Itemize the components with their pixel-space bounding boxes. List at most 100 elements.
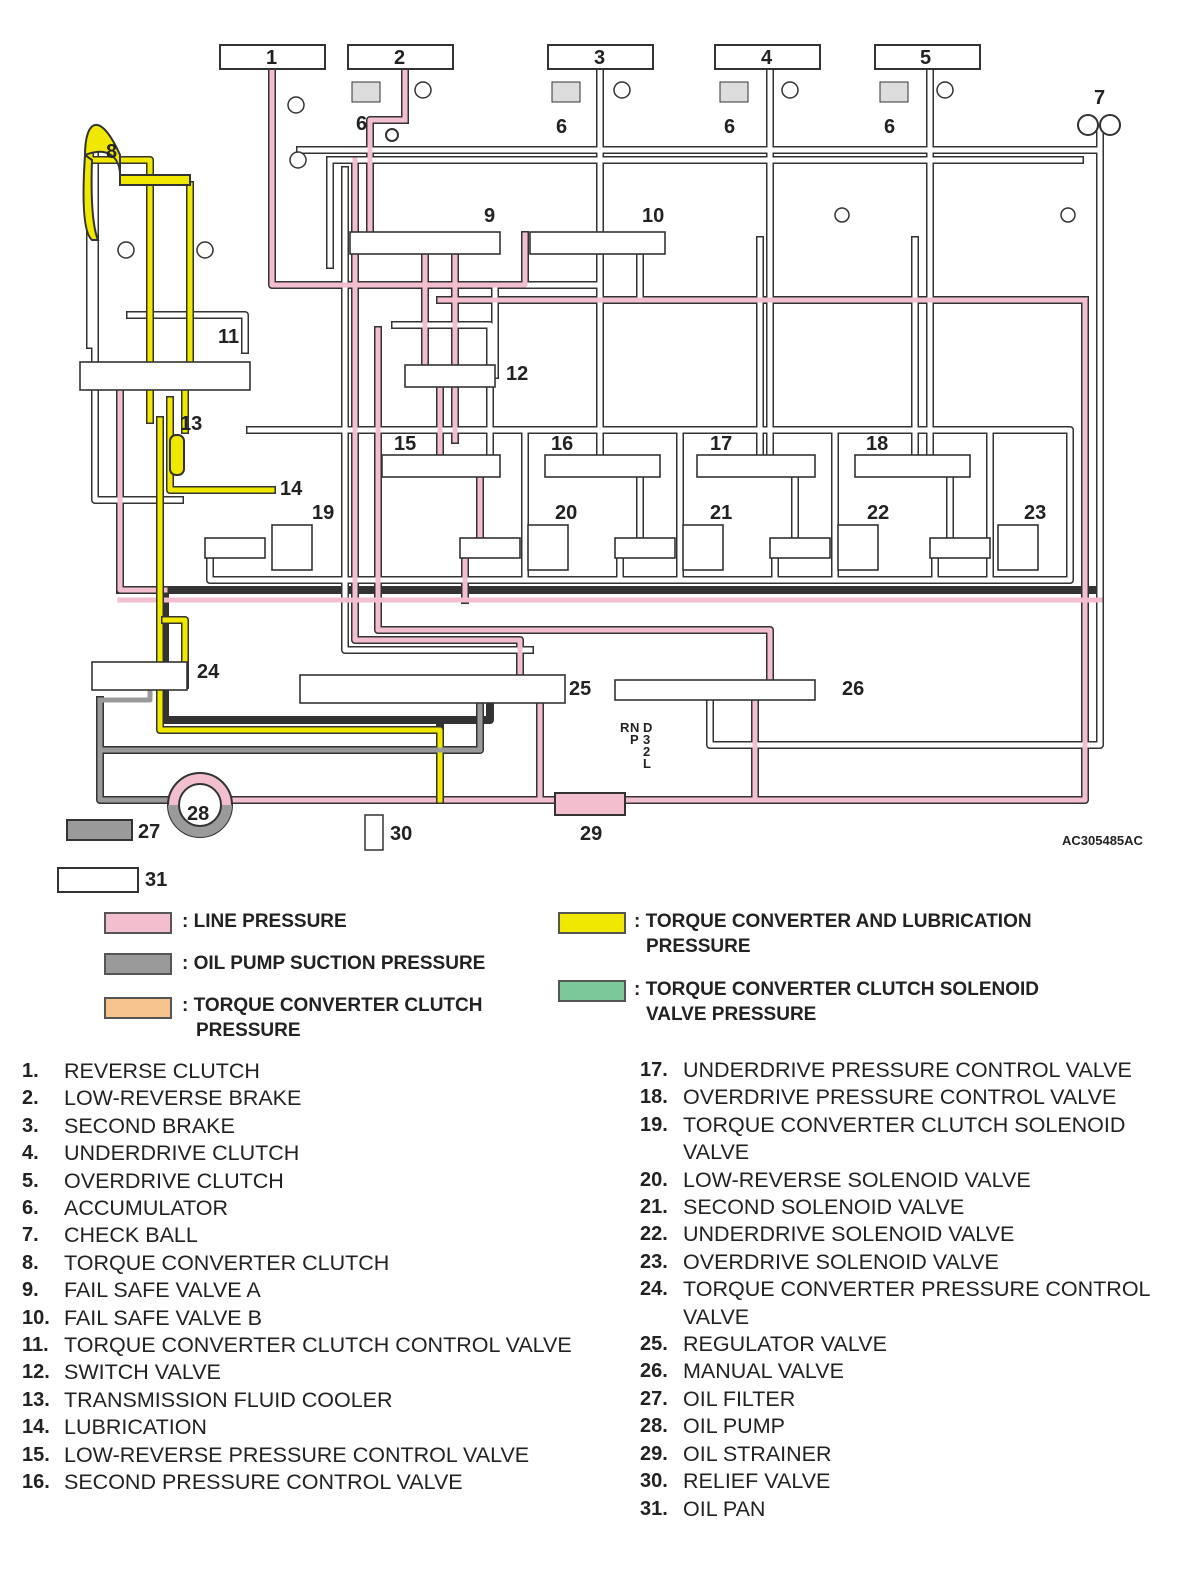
part-label: RELIEF VALVE [683, 1469, 831, 1494]
callout-12: 12 [506, 363, 528, 385]
part-label: OIL FILTER [683, 1386, 796, 1411]
part-label: OIL STRAINER [683, 1441, 832, 1466]
legend-tc-lubrication-2: PRESSURE [646, 936, 751, 957]
swatch-tc-lubrication [558, 912, 626, 934]
shift-p: P [630, 732, 639, 747]
part-item: 16. SECOND PRESSURE CONTROL VALVE [22, 1469, 582, 1496]
accumulators [351, 81, 909, 142]
part-item: 11. TORQUE CONVERTER CLUTCH CONTROL VALVE [22, 1332, 582, 1359]
reference-code: AC305485AC [1062, 833, 1144, 848]
part-label: SECOND PRESSURE CONTROL VALVE [64, 1470, 463, 1495]
part-item: 24.TORQUE CONVERTER PRESSURE CONTROL VAL… [640, 1276, 1190, 1331]
callout-4: 4 [761, 47, 773, 69]
part-number: 4. [22, 1142, 39, 1165]
legend-tcc-pressure-2: PRESSURE [196, 1020, 301, 1041]
part-label: ACCUMULATOR [64, 1196, 229, 1221]
part-item: 25.REGULATOR VALVE [640, 1331, 1190, 1358]
callout-25: 25 [569, 678, 591, 700]
part-item: 13. TRANSMISSION FLUID COOLER [22, 1387, 582, 1414]
legend-tcc-solenoid-2: VALVE PRESSURE [646, 1004, 817, 1025]
pipes-line-pressure [117, 67, 1103, 803]
clutch-boxes [219, 44, 981, 70]
valve-bodies [57, 231, 1039, 893]
callout-31: 31 [145, 869, 167, 891]
shift-d: D [643, 720, 652, 735]
part-label: SWITCH VALVE [64, 1360, 221, 1385]
part-number: 31. [640, 1497, 668, 1520]
part-item: 28.OIL PUMP [640, 1413, 1190, 1440]
swatch-oil-pump-suction [104, 953, 172, 975]
callout-22: 22 [867, 502, 889, 524]
part-item: 22.UNDERDRIVE SOLENOID VALVE [640, 1221, 1190, 1248]
part-item: 1.REVERSE CLUTCH [22, 1058, 582, 1085]
part-number: 13. [22, 1388, 50, 1411]
part-label: TRANSMISSION FLUID COOLER [64, 1387, 393, 1412]
part-label: OIL PUMP [683, 1414, 785, 1439]
pressure-legend: : LINE PRESSURE : OIL PUMP SUCTION PRESS… [0, 900, 1200, 1050]
part-number: 15. [22, 1443, 50, 1466]
part-item: 7. CHECK BALL [22, 1222, 582, 1249]
part-label: TORQUE CONVERTER CLUTCH SOLENOID VALVE [683, 1112, 1126, 1165]
part-number: 22. [640, 1223, 668, 1246]
shift-3: 3 [643, 732, 650, 747]
part-label: TORQUE CONVERTER CLUTCH CONTROL VALVE [64, 1333, 572, 1358]
part-label: LOW-REVERSE SOLENOID VALVE [683, 1167, 1031, 1192]
part-number: 10. [22, 1306, 50, 1329]
part-number: 25. [640, 1333, 668, 1356]
shift-l: L [643, 756, 651, 771]
part-label: TORQUE CONVERTER CLUTCH [64, 1250, 390, 1275]
callout-21: 21 [710, 502, 732, 524]
part-label: UNDERDRIVE PRESSURE CONTROL VALVE [683, 1058, 1132, 1082]
callout-6b: 6 [556, 116, 567, 138]
part-number: 7. [22, 1224, 39, 1247]
part-number: 11. [22, 1334, 49, 1357]
part-number: 2. [22, 1087, 39, 1110]
check-ball-symbols [117, 81, 1121, 259]
part-number: 29. [640, 1442, 668, 1465]
part-item: 8. TORQUE CONVERTER CLUTCH [22, 1250, 582, 1277]
callout-23: 23 [1024, 502, 1046, 524]
callout-3: 3 [594, 47, 605, 69]
part-item: 18.OVERDRIVE PRESSURE CONTROL VALVE [640, 1084, 1190, 1111]
callout-15: 15 [394, 433, 416, 455]
part-label: OVERDRIVE SOLENOID VALVE [683, 1249, 999, 1274]
part-item: 5. OVERDRIVE CLUTCH [22, 1168, 582, 1195]
part-number: 3. [22, 1114, 39, 1137]
torque-converter-clutch-symbol [83, 123, 191, 186]
callout-6c: 6 [724, 116, 735, 138]
part-item: 2. LOW-REVERSE BRAKE [22, 1085, 582, 1112]
pipes-unpressurized [87, 67, 1103, 753]
callout-1: 1 [266, 47, 277, 69]
callout-30: 30 [390, 823, 412, 845]
part-number: 17. [640, 1059, 668, 1081]
callout-26: 26 [842, 678, 864, 700]
callout-labels: 1 2 3 4 5 6 6 6 6 7 8 9 10 11 12 13 14 1… [106, 47, 1105, 891]
part-label: LOW-REVERSE BRAKE [64, 1086, 302, 1111]
part-number: 30. [640, 1470, 668, 1493]
part-item: 19. TORQUE CONVERTER CLUTCH SOLENOID VALV… [640, 1112, 1190, 1167]
hydraulic-circuit-diagram: .pipe-outline { fill:none; stroke:#333; … [57, 44, 1144, 893]
part-label: OVERDRIVE CLUTCH [64, 1168, 284, 1193]
shift-position-labels: R N P D 3 2 L [620, 720, 652, 771]
part-number: 8. [22, 1251, 39, 1274]
swatch-tcc-solenoid [558, 980, 626, 1002]
callout-9: 9 [484, 205, 495, 227]
part-number: 19. [640, 1113, 668, 1136]
pipe-outlines [86, 66, 1104, 804]
part-label: CHECK BALL [64, 1223, 198, 1248]
legend-tcc-pressure-1: : TORQUE CONVERTER CLUTCH [182, 995, 483, 1016]
part-number: 23. [640, 1250, 668, 1273]
part-number: 26. [640, 1360, 668, 1383]
callout-10: 10 [642, 205, 664, 227]
part-item: 31.OIL PAN [640, 1496, 1190, 1523]
callout-5: 5 [920, 47, 931, 69]
part-item: 15.LOW-REVERSE PRESSURE CONTROL VALVE [22, 1442, 582, 1469]
part-label: FAIL SAFE VALVE B [64, 1305, 262, 1330]
part-item: 27.OIL FILTER [640, 1386, 1190, 1413]
part-number: 5. [22, 1169, 39, 1192]
callout-19: 19 [312, 502, 334, 524]
part-label: FAIL SAFE VALVE A [64, 1278, 261, 1303]
part-number: 16. [22, 1471, 50, 1494]
